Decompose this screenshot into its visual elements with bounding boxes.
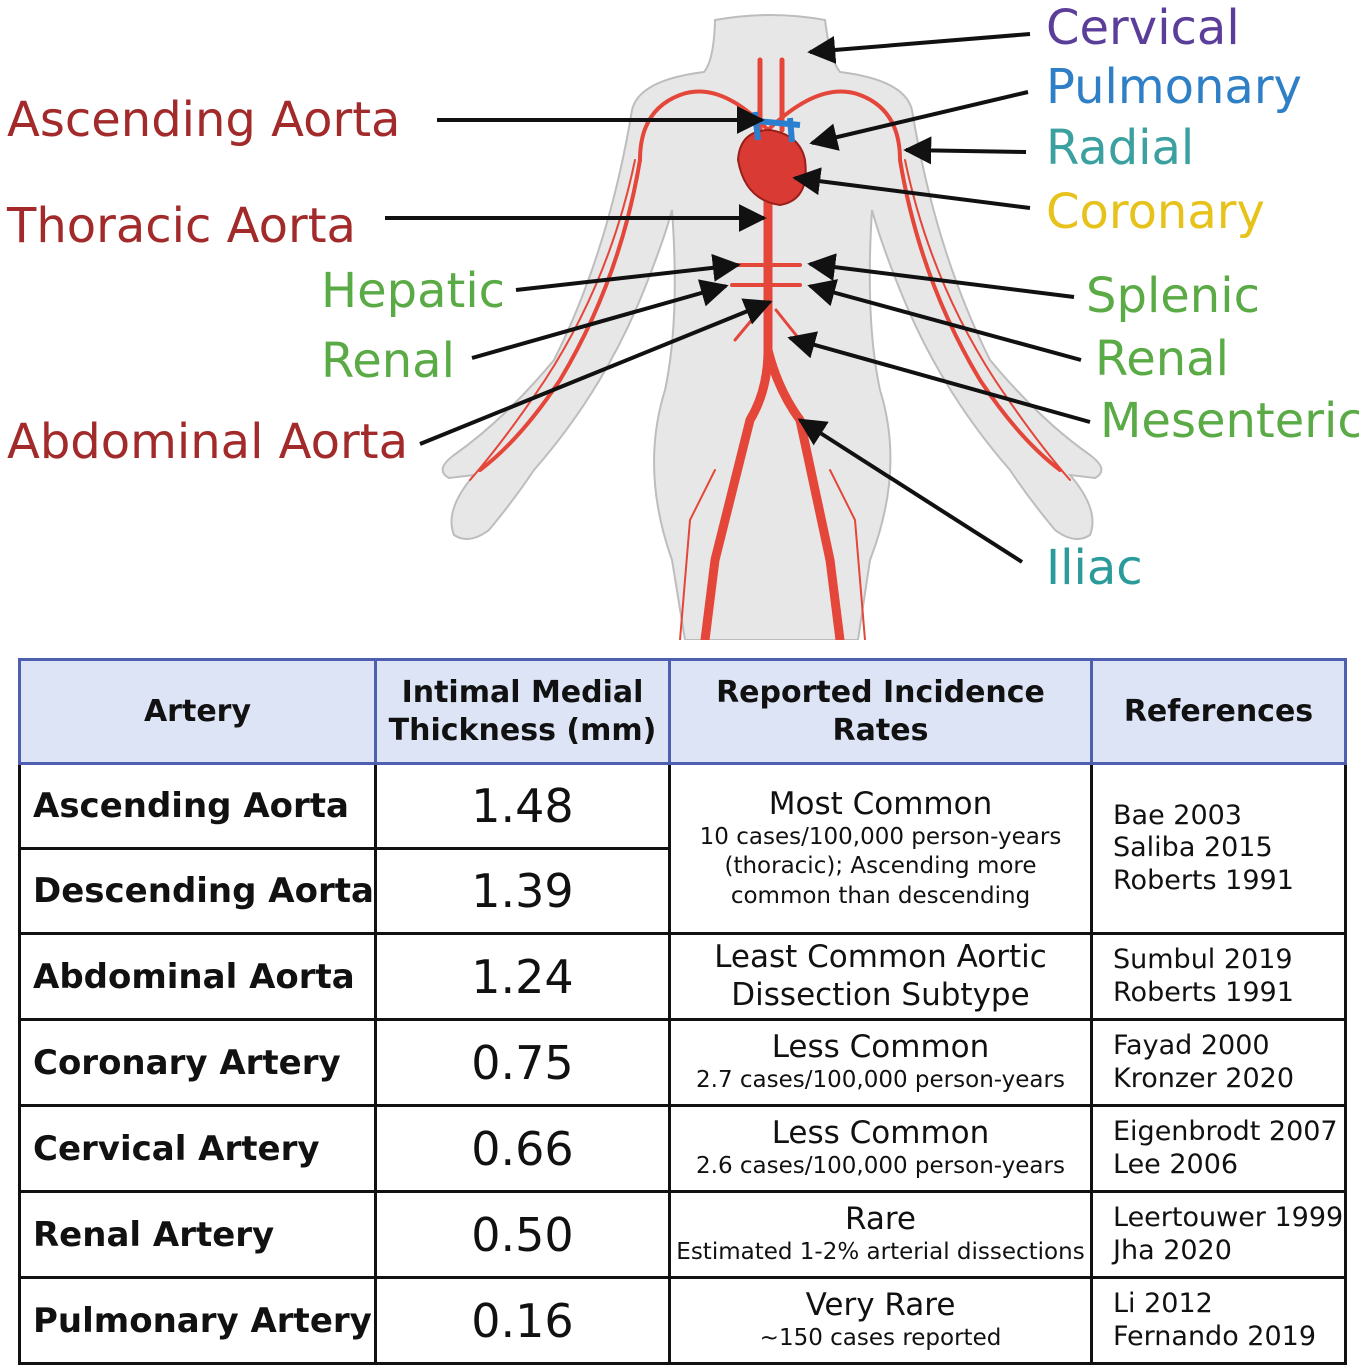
incidence-cell: Less Common 2.7 cases/100,000 person-yea…	[668, 1018, 1093, 1107]
label-radial: Radial	[1046, 120, 1195, 176]
label-mesenteric: Mesenteric	[1100, 393, 1359, 449]
label-coronary: Coronary	[1046, 184, 1265, 240]
incidence-cell: Most Common 10 cases/100,000 person-year…	[668, 762, 1093, 935]
pointer-arrows	[385, 32, 1091, 564]
table-row: Coronary Artery 0.75 Less Common 2.7 cas…	[18, 1018, 1347, 1107]
label-iliac: Iliac	[1046, 540, 1143, 596]
references-cell: Li 2012 Fernando 2019	[1090, 1276, 1347, 1365]
imt-cell: 0.75	[374, 1018, 671, 1107]
body-illustration	[385, 14, 1103, 645]
artery-diagram: Ascending Aorta Thoracic Aorta Hepatic R…	[0, 0, 1359, 645]
table-row: Cervical Artery 0.66 Less Common 2.6 cas…	[18, 1104, 1347, 1193]
imt-cell: 0.16	[374, 1276, 671, 1365]
label-splenic: Splenic	[1086, 268, 1260, 324]
table-row: Abdominal Aorta 1.24 Least Common Aortic…	[18, 932, 1347, 1021]
table-row: Descending Aorta 1.39	[18, 847, 1346, 935]
artery-cell: Abdominal Aorta	[18, 932, 377, 1021]
label-renal-left: Renal	[321, 333, 455, 389]
label-hepatic: Hepatic	[321, 263, 506, 319]
label-pulmonary: Pulmonary	[1046, 59, 1302, 115]
artery-cell: Renal Artery	[18, 1190, 377, 1279]
artery-cell: Coronary Artery	[18, 1018, 377, 1107]
incidence-cell: Rare Estimated 1-2% arterial dissections	[668, 1190, 1093, 1279]
header-references: References	[1090, 658, 1347, 765]
imt-cell: 1.48	[374, 762, 671, 850]
imt-cell: 1.39	[374, 847, 671, 935]
imt-cell: 0.50	[374, 1190, 671, 1279]
imt-cell: 1.24	[374, 932, 671, 1021]
table-row: Ascending Aorta 1.48 Most Common 10 case…	[18, 762, 1347, 935]
label-renal-right: Renal	[1095, 331, 1229, 387]
table-row: Renal Artery 0.50 Rare Estimated 1-2% ar…	[18, 1190, 1347, 1279]
incidence-cell: Less Common 2.6 cases/100,000 person-yea…	[668, 1104, 1093, 1193]
artery-cell: Ascending Aorta	[18, 762, 377, 850]
references-cell: Bae 2003 Saliba 2015 Roberts 1991	[1090, 762, 1347, 935]
references-cell: Leertouwer 1999 Jha 2020	[1090, 1190, 1347, 1279]
artery-cell: Pulmonary Artery	[18, 1276, 377, 1365]
references-cell: Fayad 2000 Kronzer 2020	[1090, 1018, 1347, 1107]
references-cell: Eigenbrodt 2007 Lee 2006	[1090, 1104, 1347, 1193]
header-artery: Artery	[18, 658, 377, 765]
incidence-cell: Least Common Aortic Dissection Subtype	[668, 932, 1093, 1021]
label-cervical: Cervical	[1046, 0, 1240, 56]
table-row: Pulmonary Artery 0.16 Very Rare ~150 cas…	[18, 1276, 1347, 1365]
incidence-cell: Very Rare ~150 cases reported	[668, 1276, 1093, 1365]
imt-cell: 0.66	[374, 1104, 671, 1193]
header-incidence: Reported Incidence Rates	[668, 658, 1093, 765]
artery-cell: Descending Aorta	[18, 847, 377, 935]
references-cell: Sumbul 2019 Roberts 1991	[1090, 932, 1347, 1021]
label-ascending-aorta: Ascending Aorta	[7, 92, 401, 148]
label-thoracic-aorta: Thoracic Aorta	[7, 198, 356, 254]
label-abdominal-aorta: Abdominal Aorta	[7, 414, 408, 470]
artery-cell: Cervical Artery	[18, 1104, 377, 1193]
